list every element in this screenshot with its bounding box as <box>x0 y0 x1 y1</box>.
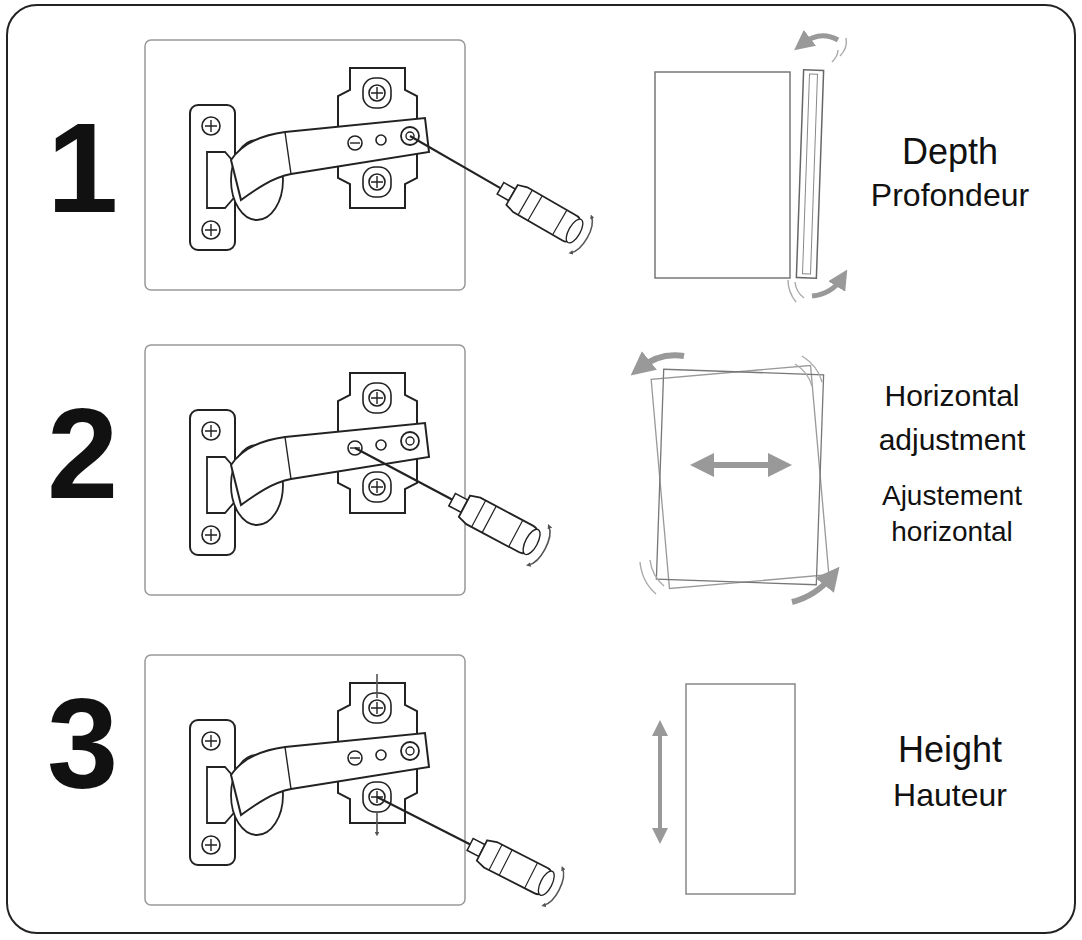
label-french: Hauteur <box>830 776 1070 814</box>
screwdriver <box>345 429 556 569</box>
illustration-panel <box>145 655 465 905</box>
label-english: Horizontal adjustment <box>836 374 1068 461</box>
label-french: Ajustement horizontal <box>836 478 1068 551</box>
height-arrows <box>376 674 378 834</box>
screwdriver <box>368 778 569 908</box>
screwdriver <box>400 118 598 256</box>
label-french: Profondeur <box>830 176 1070 214</box>
door-height-diagram <box>660 684 795 894</box>
outer-frame <box>7 5 1075 933</box>
step-number: 3 <box>30 680 135 808</box>
hinge-illustration <box>190 683 429 865</box>
illustration-panel <box>145 40 465 290</box>
label-english: Height <box>830 728 1070 771</box>
door-horizontal-diagram <box>640 355 832 602</box>
hinge-illustration <box>190 68 429 250</box>
door-depth-diagram <box>655 36 846 302</box>
hinge-illustration <box>190 373 429 555</box>
label-english: Depth <box>830 130 1070 173</box>
illustration-panel <box>145 345 465 595</box>
step-number: 1 <box>30 104 135 232</box>
step-number: 2 <box>30 390 135 518</box>
